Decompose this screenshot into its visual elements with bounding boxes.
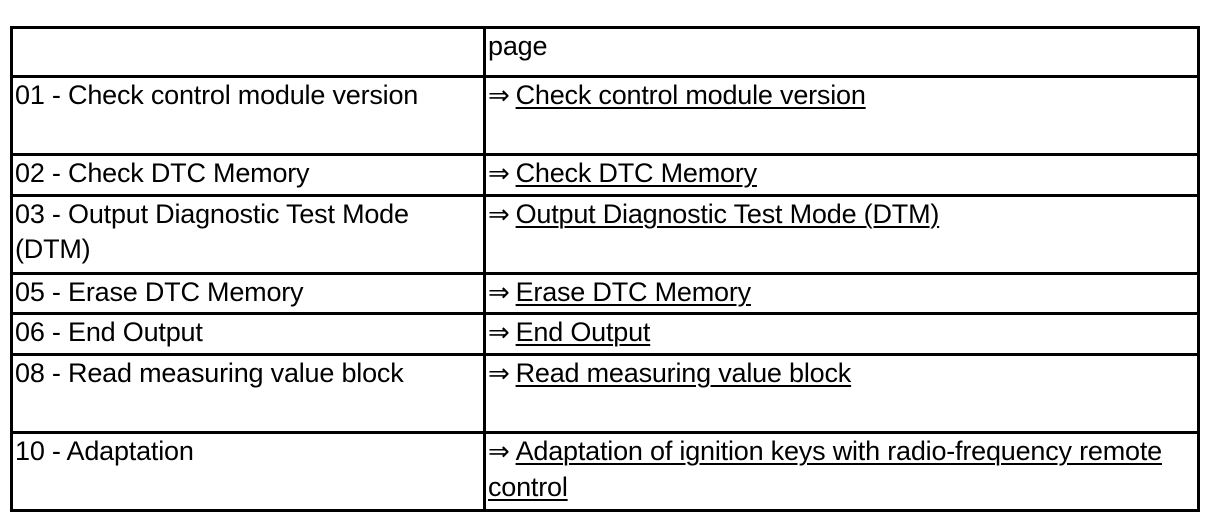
double-arrow-icon: ⇒ bbox=[488, 357, 510, 388]
table-row: 02 - Check DTC Memory ⇒Check DTC Memory bbox=[10, 153, 1200, 197]
function-label: 08 - Read measuring value block bbox=[10, 352, 486, 434]
page-link[interactable]: Check DTC Memory bbox=[515, 158, 758, 188]
page-link-cell: ⇒Output Diagnostic Test Mode (DTM) bbox=[483, 193, 1200, 275]
table-row: 01 - Check control module version ⇒Check… bbox=[10, 75, 1200, 156]
diagnostic-functions-table: page 01 - Check control module version ⇒… bbox=[10, 26, 1200, 512]
double-arrow-icon: ⇒ bbox=[488, 158, 510, 188]
table-row: 08 - Read measuring value block ⇒Read me… bbox=[10, 352, 1200, 434]
table-row: 10 - Adaptation ⇒Adaptation of ignition … bbox=[10, 430, 1200, 512]
table-row: 05 - Erase DTC Memory ⇒Erase DTC Memory bbox=[10, 271, 1200, 316]
page-link[interactable]: Read measuring value block bbox=[515, 357, 852, 388]
page-link[interactable]: Output Diagnostic Test Mode (DTM) bbox=[515, 198, 940, 229]
page-link-cell: ⇒End Output bbox=[483, 312, 1200, 356]
page-link-cell: ⇒Check control module version bbox=[483, 75, 1200, 156]
table-row: 03 - Output Diagnostic Test Mode (DTM) ⇒… bbox=[10, 193, 1200, 275]
page-link[interactable]: Adaptation of ignition keys with radio-f… bbox=[488, 435, 1162, 502]
double-arrow-icon: ⇒ bbox=[488, 276, 510, 307]
function-label: 03 - Output Diagnostic Test Mode (DTM) bbox=[10, 193, 486, 275]
column-header-function bbox=[10, 26, 486, 78]
table-row: 06 - End Output ⇒End Output bbox=[10, 312, 1200, 356]
function-label: 01 - Check control module version bbox=[10, 75, 486, 156]
page-link[interactable]: Erase DTC Memory bbox=[515, 276, 752, 307]
function-label: 10 - Adaptation bbox=[10, 430, 486, 512]
double-arrow-icon: ⇒ bbox=[488, 198, 510, 229]
function-label: 06 - End Output bbox=[10, 312, 486, 356]
page-link-cell: ⇒Read measuring value block bbox=[483, 352, 1200, 434]
page-link[interactable]: Check control module version bbox=[515, 80, 866, 110]
page-link-cell: ⇒Adaptation of ignition keys with radio-… bbox=[483, 430, 1200, 512]
double-arrow-icon: ⇒ bbox=[488, 435, 510, 466]
function-label: 05 - Erase DTC Memory bbox=[10, 271, 486, 316]
double-arrow-icon: ⇒ bbox=[488, 317, 510, 348]
page-link-cell: ⇒Erase DTC Memory bbox=[483, 271, 1200, 316]
page-link-cell: ⇒Check DTC Memory bbox=[483, 153, 1200, 197]
column-header-page: page bbox=[483, 26, 1200, 78]
page-link[interactable]: End Output bbox=[515, 317, 651, 348]
double-arrow-icon: ⇒ bbox=[488, 80, 510, 110]
function-label: 02 - Check DTC Memory bbox=[10, 153, 486, 197]
table-header-row: page bbox=[10, 26, 1200, 78]
